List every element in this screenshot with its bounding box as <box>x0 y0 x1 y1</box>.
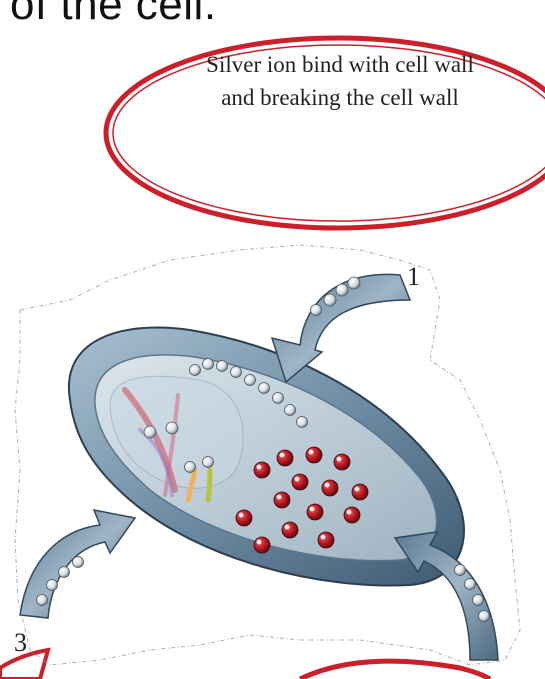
step-label-3: 3 <box>14 628 27 658</box>
callout-text: Silver ion bind with cell wall and break… <box>190 48 490 114</box>
step-label-1: 1 <box>407 262 420 292</box>
bottom-right-bubble-edge <box>300 661 490 679</box>
